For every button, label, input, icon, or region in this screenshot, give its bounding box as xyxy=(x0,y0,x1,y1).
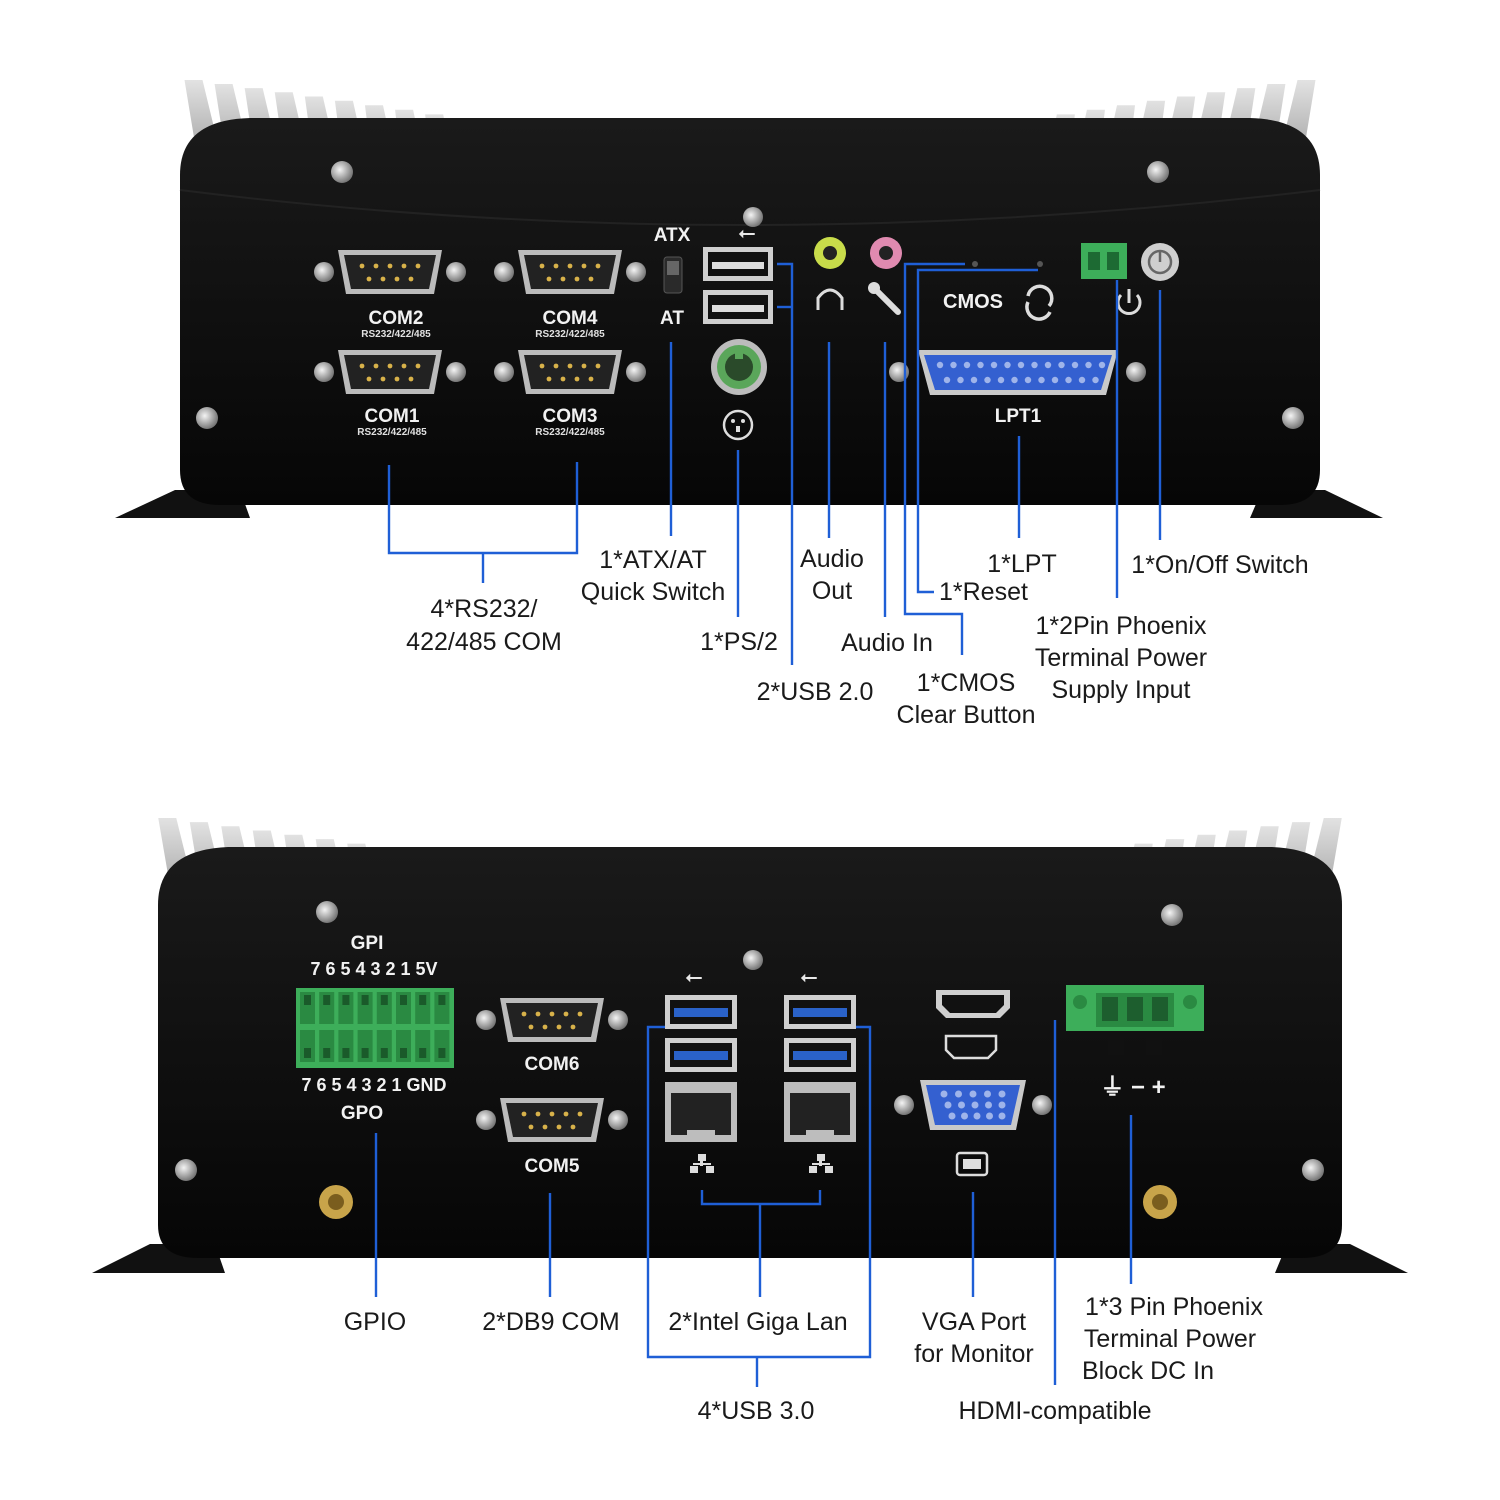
top-leader-lines xyxy=(387,262,1162,665)
lpt-port: LPT1 xyxy=(889,350,1146,427)
bottom-callouts: GPIO 2*DB9 COM 2*Intel Giga Lan 4*USB 3.… xyxy=(344,1293,1264,1425)
vga-callout-line1: VGA Port xyxy=(922,1308,1026,1336)
lan-callout: 2*Intel Giga Lan xyxy=(668,1308,847,1336)
cmos-callout-line1: 1*CMOS xyxy=(917,669,1016,697)
cmos-callout-line2: Clear Button xyxy=(897,701,1036,729)
com1-port xyxy=(314,350,466,394)
usb-icon: ⭠ xyxy=(685,965,703,990)
audio-in-callout: Audio In xyxy=(841,629,933,657)
usb-icon: ⭠ xyxy=(800,965,818,990)
db9-callout: 2*DB9 COM xyxy=(482,1308,620,1336)
ps2-port xyxy=(711,339,767,441)
com3-port xyxy=(494,350,646,394)
com4-label: COM4 xyxy=(543,308,598,329)
bottom-chassis xyxy=(92,818,1408,1273)
screw xyxy=(1282,407,1304,429)
screw xyxy=(175,1159,197,1181)
screw xyxy=(743,950,763,970)
atx-callout-line2: Quick Switch xyxy=(581,578,725,606)
com2-sublabel: RS232/422/485 xyxy=(361,329,431,340)
com2-port xyxy=(314,250,466,294)
onoff-callout: 1*On/Off Switch xyxy=(1131,551,1308,579)
top-callouts: 4*RS232/ 422/485 COM 1*ATX/AT Quick Swit… xyxy=(406,545,1309,729)
power-polarity-symbols: ⏚ − + xyxy=(1100,1074,1165,1101)
com3-sublabel: RS232/422/485 xyxy=(535,427,605,438)
audio-out-callout-line2: Out xyxy=(812,577,852,605)
bottom-com-ports: COM6 COM5 xyxy=(476,998,628,1177)
vga-callout-line2: for Monitor xyxy=(914,1340,1033,1368)
gpo-pins-label: 7 6 5 4 3 2 1 GND xyxy=(301,1075,446,1095)
refresh-icon xyxy=(1026,284,1054,308)
usb2-callout: 2*USB 2.0 xyxy=(757,678,874,706)
usb-lan-stack-left: ⭠ xyxy=(665,965,737,1173)
atx-callout-line1: 1*ATX/AT xyxy=(599,546,706,574)
atx-at-switch: ATX AT xyxy=(654,225,691,329)
gpo-label: GPO xyxy=(341,1103,383,1124)
com5-label: COM5 xyxy=(525,1156,580,1177)
usb3-lan-stacks: ⭠ ⭠ xyxy=(665,965,856,1173)
top-com-ports: COM2 RS232/422/485 COM4 RS232/422/485 CO… xyxy=(314,250,646,438)
screw xyxy=(1147,161,1169,183)
bottom-front-panel xyxy=(158,847,1342,1258)
headphone-icon xyxy=(816,288,844,310)
phoenix3-callout-line2: Terminal Power xyxy=(1084,1325,1256,1353)
gpio-callout: GPIO xyxy=(344,1308,407,1336)
reset-callout: 1*Reset xyxy=(939,578,1028,606)
phoenix3-callout-line3: Block DC In xyxy=(1082,1357,1214,1385)
com1-sublabel: RS232/422/485 xyxy=(357,427,427,438)
lpt-callout: 1*LPT xyxy=(987,550,1056,578)
lpt1-label: LPT1 xyxy=(995,406,1042,427)
screw xyxy=(331,161,353,183)
phoenix-3pin-terminal: ⏚ − + xyxy=(1066,985,1204,1101)
hdmi-icon xyxy=(944,1034,998,1060)
phoenix2-callout-line1: 1*2Pin Phoenix xyxy=(1036,612,1207,640)
com5-port xyxy=(476,1098,628,1142)
rs232-callout-line2: 422/485 COM xyxy=(406,628,562,656)
gpio-terminal: GPI 7 6 5 4 3 2 1 5V 7 6 5 4 3 2 1 GND G… xyxy=(296,933,454,1124)
screw xyxy=(1302,1159,1324,1181)
gpi-label: GPI xyxy=(351,933,384,954)
usb-icon: ⭠ xyxy=(738,221,756,246)
com4-sublabel: RS232/422/485 xyxy=(535,329,605,340)
phoenix2-callout-line2: Terminal Power xyxy=(1035,644,1207,672)
com3-label: COM3 xyxy=(543,406,598,427)
atx-label: ATX xyxy=(654,225,691,246)
network-icon xyxy=(809,1154,833,1173)
phoenix3-callout-line1: 1*3 Pin Phoenix xyxy=(1085,1293,1263,1321)
microphone-icon xyxy=(873,287,901,315)
hdmi-callout: HDMI-compatible xyxy=(958,1397,1151,1425)
screw xyxy=(1161,904,1183,926)
usb2-ports: ⭠ xyxy=(703,221,773,324)
phoenix2-callout-line3: Supply Input xyxy=(1052,676,1191,704)
com6-port xyxy=(476,998,628,1042)
bottom-leader-lines xyxy=(374,1020,1133,1387)
usb-lan-stack-right: ⭠ xyxy=(784,965,856,1173)
display-ports xyxy=(894,990,1052,1177)
ps2-icon xyxy=(722,409,754,441)
cmos-reset-area: CMOS xyxy=(943,261,1054,321)
network-icon xyxy=(690,1154,714,1173)
com2-label: COM2 xyxy=(369,308,424,329)
com6-label: COM6 xyxy=(525,1054,580,1075)
screw xyxy=(196,407,218,429)
com4-port xyxy=(494,250,646,294)
audio-ports xyxy=(814,237,902,315)
at-label: AT xyxy=(660,308,684,329)
gpi-pins-label: 7 6 5 4 3 2 1 5V xyxy=(310,959,437,979)
monitor-icon xyxy=(955,1151,989,1177)
ps2-callout: 1*PS/2 xyxy=(700,628,778,656)
com1-label: COM1 xyxy=(365,406,420,427)
screw xyxy=(743,207,763,227)
rs232-callout-line1: 4*RS232/ xyxy=(430,595,537,623)
antenna-connectors xyxy=(319,1185,1177,1219)
screw xyxy=(316,901,338,923)
usb3-callout: 4*USB 3.0 xyxy=(698,1397,815,1425)
cmos-label: CMOS xyxy=(943,291,1003,313)
top-power-area xyxy=(1081,243,1179,315)
phoenix-2pin-terminal xyxy=(1081,243,1127,279)
audio-out-callout-line1: Audio xyxy=(800,545,864,573)
